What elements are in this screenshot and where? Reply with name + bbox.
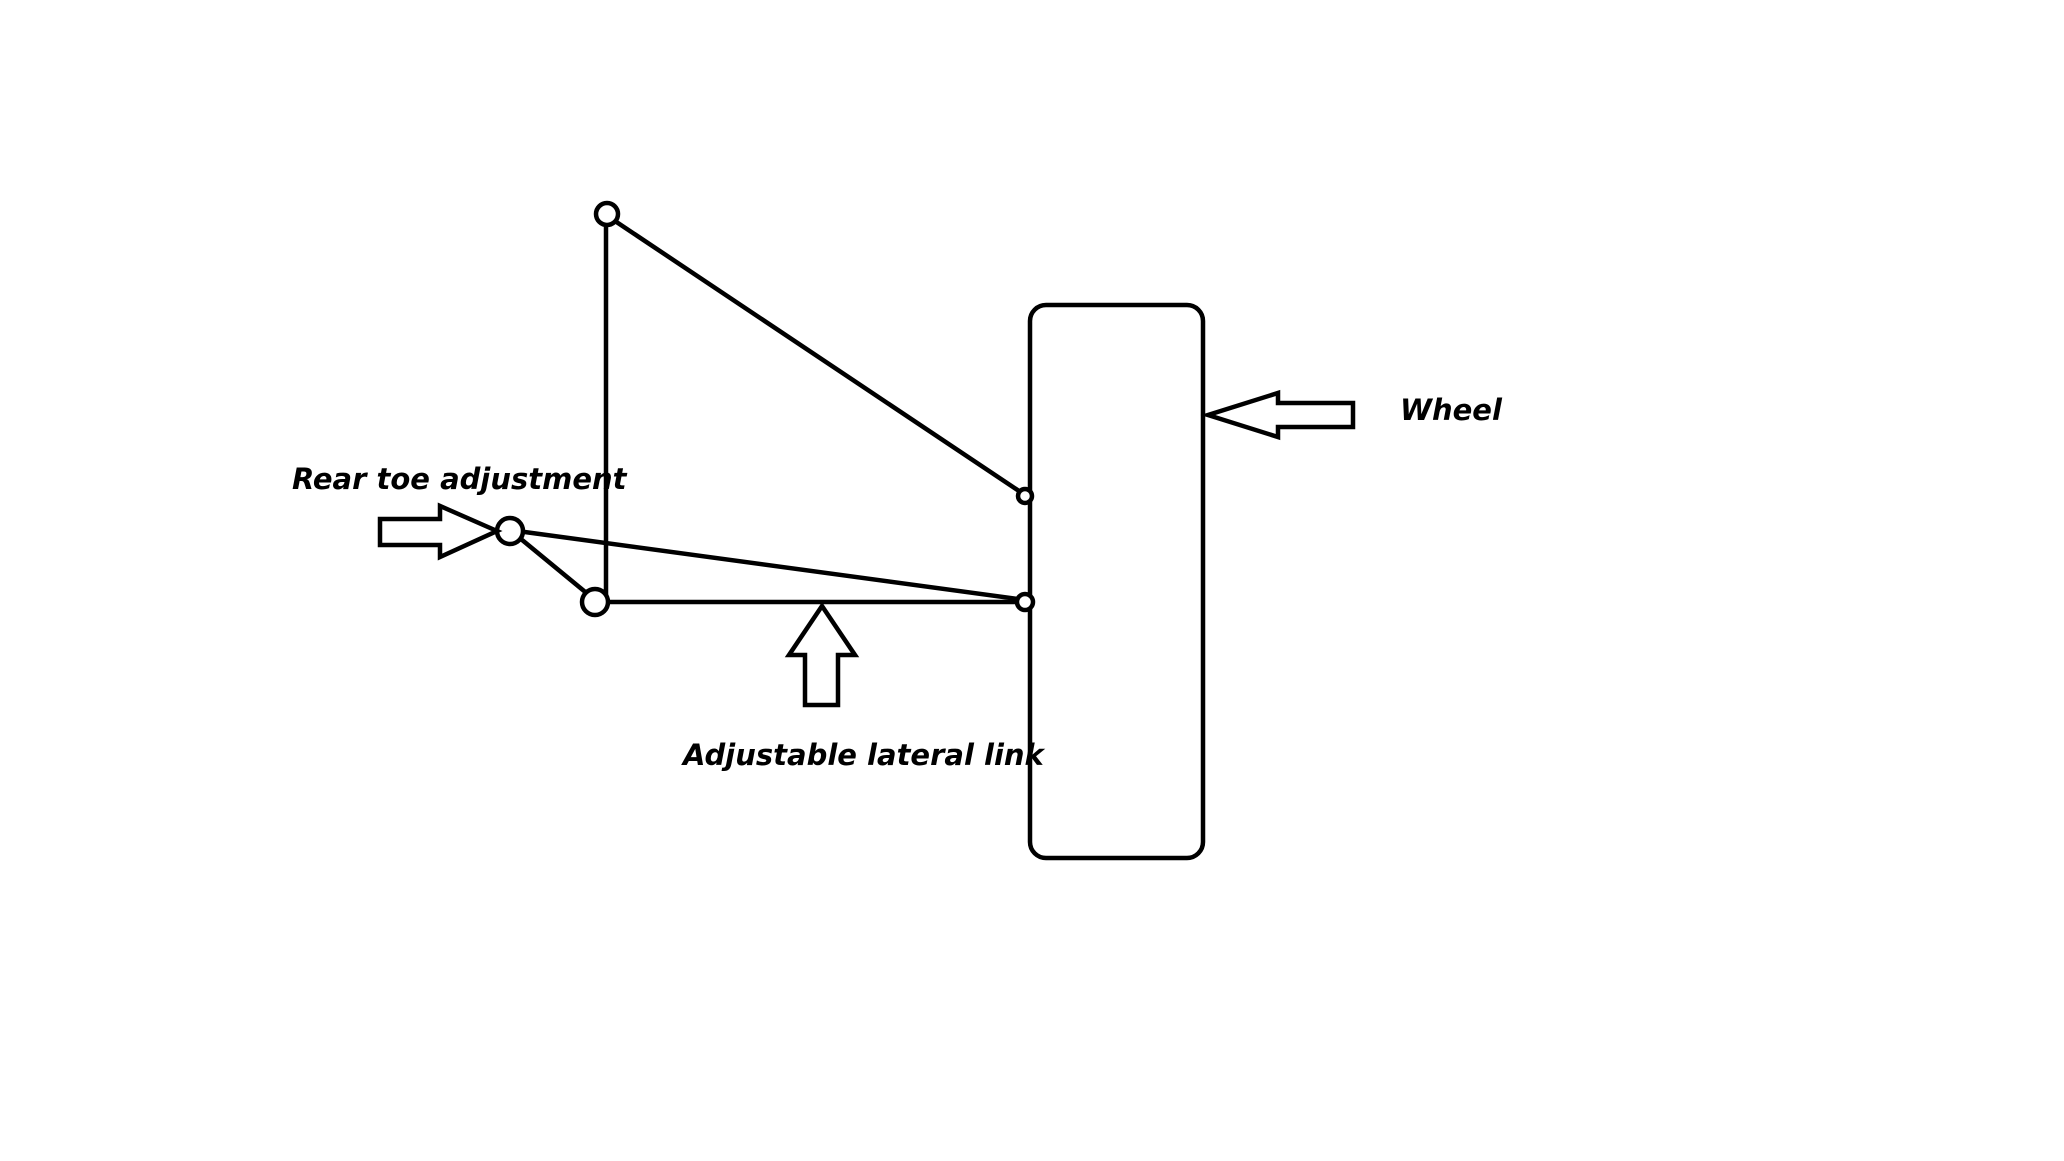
toe-link: [507, 527, 1028, 603]
lateral-link-arrow: [784, 601, 860, 708]
wheel-arrow: [1200, 389, 1356, 441]
lower-pivot-joint: [579, 586, 611, 618]
wheel-label: Wheel: [1400, 393, 1503, 427]
wheel-shape: [1027, 302, 1206, 861]
upper-pivot-joint: [593, 200, 621, 228]
wheel-upper-joint: [1015, 486, 1035, 506]
toe-connector: [507, 527, 598, 603]
upper-diagonal-link: [603, 212, 1028, 498]
rear-toe-label: Rear toe adjustment: [292, 462, 628, 496]
lateral-link-label: Adjustable lateral link: [681, 738, 1046, 772]
rear-toe-arrow: [377, 502, 503, 561]
wheel-lower-joint: [1014, 591, 1036, 613]
